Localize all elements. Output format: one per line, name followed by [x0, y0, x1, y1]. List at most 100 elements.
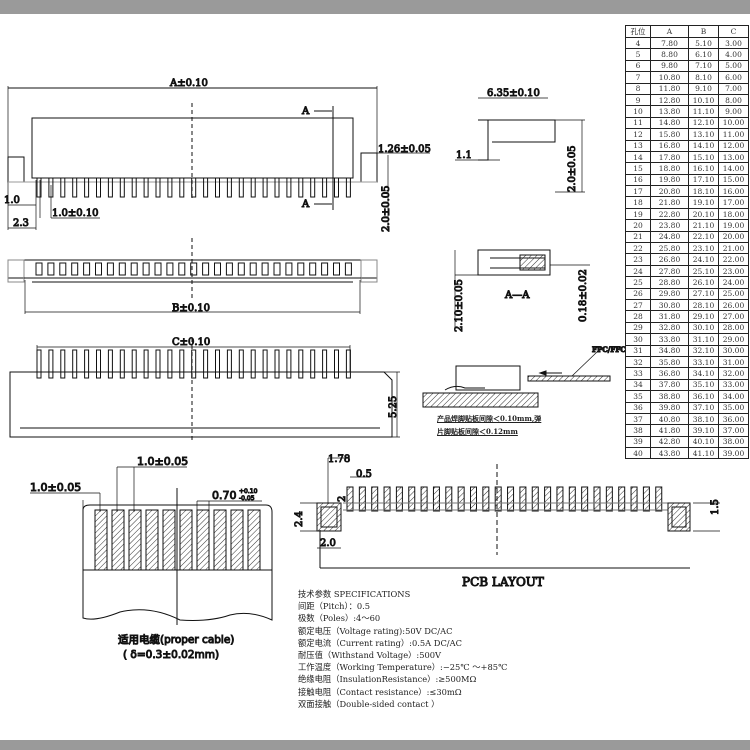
table-cell: 19	[625, 207, 651, 221]
table-header-row: 孔位 A B C	[625, 25, 749, 38]
pin	[155, 177, 161, 198]
pin	[298, 349, 304, 379]
conductor	[94, 509, 108, 571]
dim-b-label: B±0.10	[172, 303, 210, 314]
pin	[322, 349, 328, 379]
spec-line: 额定电压（Voltage rating):50V DC/AC	[298, 625, 453, 636]
pcb-pad	[494, 486, 502, 512]
section-view: 6.35±0.10 1.1 2.0±0.05 2.10±0.05 0.18±0.…	[454, 88, 590, 333]
pcb-pad	[346, 486, 354, 512]
table-cell: 25.10	[688, 264, 719, 278]
table-cell: 12.00	[718, 139, 749, 152]
pcb-pad	[531, 486, 539, 512]
conductor	[111, 509, 125, 571]
table-cell: 43.80	[650, 447, 689, 460]
table-cell: 22	[625, 242, 651, 255]
table-cell: 26.10	[688, 276, 719, 289]
table-cell: 25	[625, 276, 651, 289]
table-cell: 37.10	[688, 401, 719, 414]
table-cell: 29.00	[718, 333, 749, 346]
pin	[60, 349, 66, 379]
pin	[261, 262, 269, 276]
pcb-layout-title: PCB LAYOUT	[462, 575, 544, 589]
table-cell: 13.80	[650, 105, 689, 118]
cable-dim-top-label: 1.0±0.05	[137, 455, 188, 468]
header-pin-count: 孔位	[625, 25, 651, 38]
pin	[84, 177, 90, 198]
table-cell: 24.00	[718, 276, 749, 289]
header-a: A	[650, 25, 689, 38]
pcb-pad	[445, 486, 453, 512]
table-cell: 38.80	[650, 390, 689, 403]
table-cell: 29.80	[650, 287, 689, 301]
pcb-pad	[655, 486, 663, 512]
table-cell: 40.10	[688, 435, 719, 449]
dim-2-0-side-label: 2.0±0.05	[567, 145, 578, 192]
pcb-pad	[420, 486, 428, 512]
section-marker-top: A	[301, 106, 310, 117]
dim-c-label: C±0.10	[172, 337, 210, 348]
conductor	[247, 509, 261, 571]
conductor	[230, 509, 244, 571]
table-cell: 42.80	[650, 435, 689, 449]
top-border-band	[0, 0, 750, 14]
table-cell: 38.10	[688, 412, 719, 426]
table-cell: 39.80	[650, 401, 689, 414]
cable-dim-width-label: 0.70	[212, 489, 237, 502]
pin	[36, 349, 42, 379]
conductor	[179, 509, 193, 571]
pcb-dim-1-5-label: 1.5	[710, 499, 721, 515]
table-cell: 10.10	[688, 93, 719, 107]
table-cell: 28.10	[688, 298, 719, 312]
pin	[95, 262, 102, 276]
proper-cable-label: 适用电缆(proper cable)	[118, 633, 234, 646]
pin	[167, 349, 173, 379]
table-cell: 40	[625, 447, 651, 460]
bottom-view-pins	[35, 262, 352, 276]
table-cell: 7	[625, 71, 651, 84]
pin	[274, 349, 280, 379]
pin	[107, 349, 113, 379]
spec-line: 工作温度（Working Temperature）:−25℃ ～+85℃	[298, 662, 508, 673]
pcb-pad	[432, 486, 440, 512]
dim-pin-pitch-label: 1.0±0.10	[52, 208, 99, 219]
pin	[36, 177, 42, 198]
table-cell: 15.10	[688, 150, 719, 164]
table-cell: 20.10	[688, 207, 719, 221]
table-cell: 21.80	[650, 196, 689, 209]
table-cell: 18.80	[650, 162, 689, 175]
table-cell: 33.10	[688, 355, 719, 369]
pin	[250, 349, 256, 379]
table-cell: 39	[625, 435, 651, 449]
table-cell: 27.10	[688, 287, 719, 301]
pcb-layout: 1.78 0.5 2 2.4 2.0 1.5 PCB LAYOUT	[294, 454, 722, 590]
pin	[310, 349, 316, 379]
table-cell: 36.00	[718, 412, 749, 426]
table-cell: 18.10	[688, 185, 719, 198]
table-cell: 11.00	[718, 128, 749, 141]
table-cell: 4	[625, 36, 651, 50]
table-cell: 21.00	[718, 242, 749, 255]
pcb-pad	[395, 486, 403, 512]
dim-5-25-label: 5.25	[388, 396, 399, 418]
pin	[119, 177, 125, 198]
cable-thickness-label: ( δ=0.3±0.02mm)	[123, 649, 219, 661]
table-cell: 3.00	[718, 36, 749, 50]
pin	[310, 177, 316, 198]
table-cell: 32.80	[650, 321, 689, 335]
table-cell: 25.80	[650, 242, 689, 255]
pin	[238, 177, 244, 198]
dim-2-0-label: 2.0±0.05	[381, 185, 392, 232]
table-cell: 32	[625, 355, 651, 369]
